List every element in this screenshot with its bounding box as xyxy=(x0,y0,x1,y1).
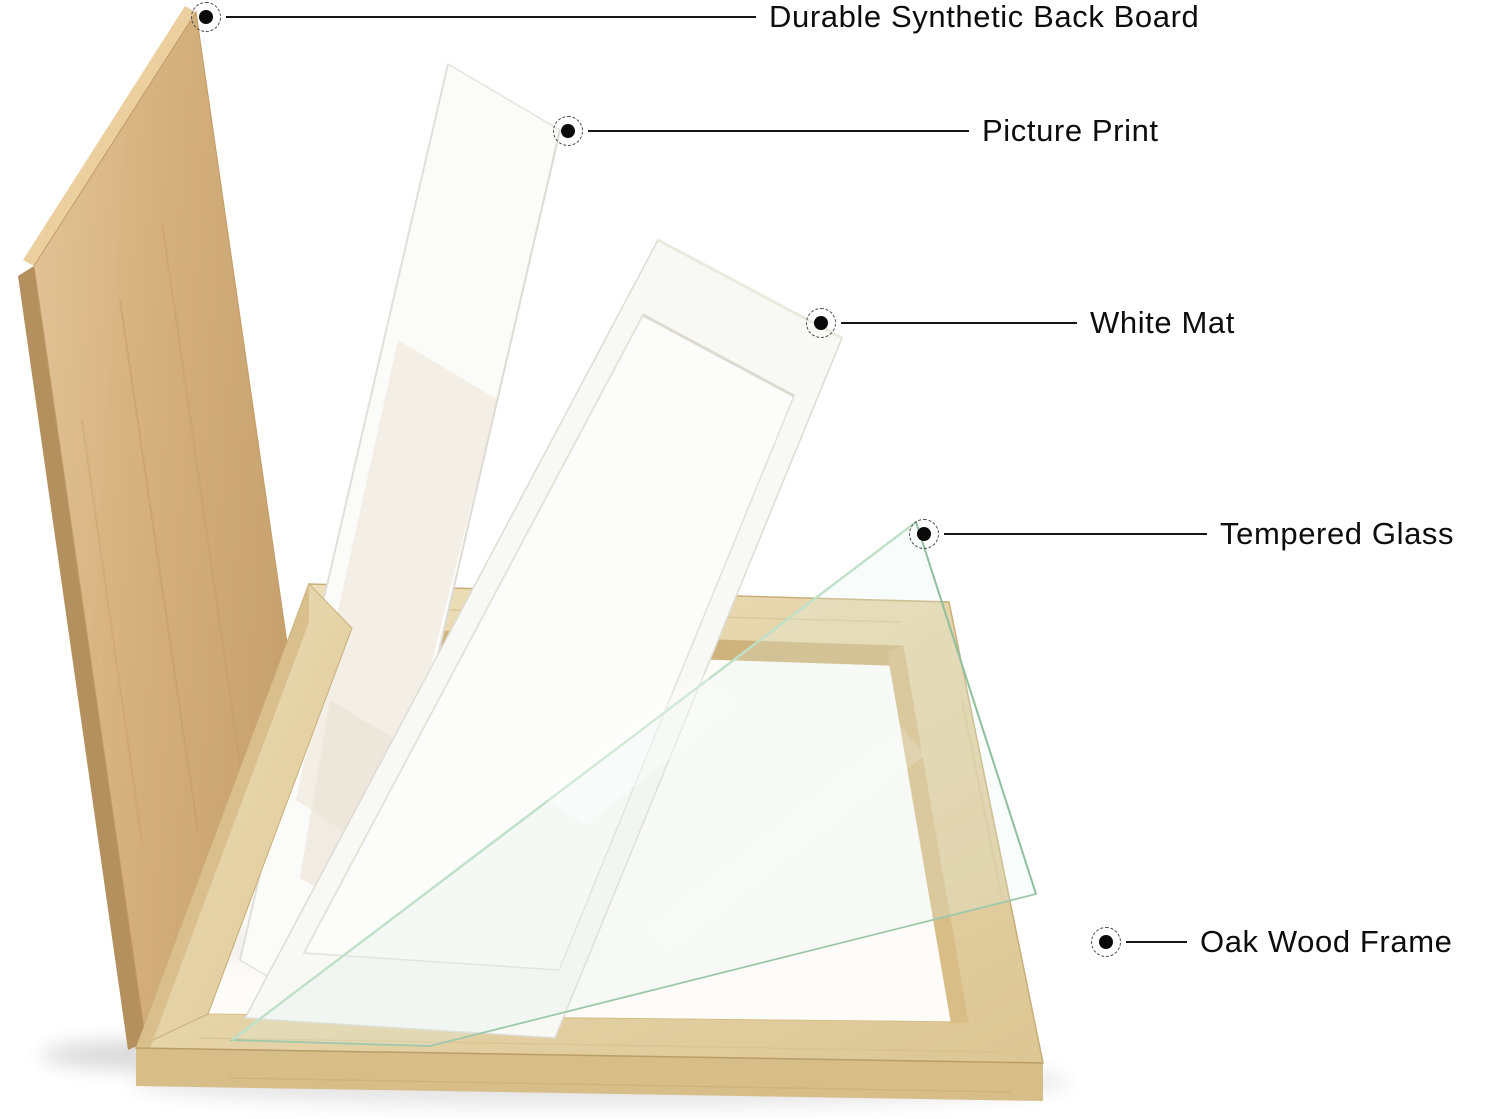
callout-dot-icon xyxy=(917,527,931,541)
callout-dot-icon xyxy=(561,124,575,138)
callout-ring-icon xyxy=(1091,927,1121,957)
callout-leader-line xyxy=(841,322,1077,324)
callout-tempered-glass: Tempered Glass xyxy=(909,516,1455,551)
callout-label-white-mat: White Mat xyxy=(1090,305,1235,340)
callout-dot-icon xyxy=(199,10,213,24)
frame-inner-right-wall xyxy=(887,646,968,1024)
oak-frame-front xyxy=(135,583,1044,1101)
backboard-side-edge xyxy=(18,266,146,1050)
callout-ring-icon xyxy=(806,308,836,338)
glass-reflection xyxy=(540,672,740,825)
backboard-top-edge xyxy=(23,6,196,266)
tempered-glass-illustration xyxy=(229,520,1038,1047)
callout-label-tempered-glass: Tempered Glass xyxy=(1220,516,1455,551)
glass-reflection-2 xyxy=(640,725,925,955)
callout-leader-line xyxy=(1126,941,1187,943)
callout-label-picture-print: Picture Print xyxy=(982,113,1159,148)
frame-front-face xyxy=(136,1048,1043,1101)
white-mat-illustration xyxy=(243,238,843,1039)
callout-ring-icon xyxy=(191,2,221,32)
callout-label-back-board: Durable Synthetic Back Board xyxy=(769,0,1200,34)
callout-picture-print: Picture Print xyxy=(553,113,1159,148)
callout-white-mat: White Mat xyxy=(806,305,1235,340)
callout-dot-icon xyxy=(814,316,828,330)
callout-oak-wood-frame: Oak Wood Frame xyxy=(1091,924,1453,959)
callout-ring-icon xyxy=(909,519,939,549)
callout-ring-icon xyxy=(553,116,583,146)
callout-leader-line xyxy=(588,130,969,132)
callout-back-board: Durable Synthetic Back Board xyxy=(191,0,1200,34)
callout-leader-line xyxy=(226,16,756,18)
callout-dot-icon xyxy=(1099,935,1113,949)
callout-leader-line xyxy=(944,533,1207,535)
frame-left-side-face xyxy=(136,584,309,1086)
callout-label-oak-wood-frame: Oak Wood Frame xyxy=(1200,924,1453,959)
